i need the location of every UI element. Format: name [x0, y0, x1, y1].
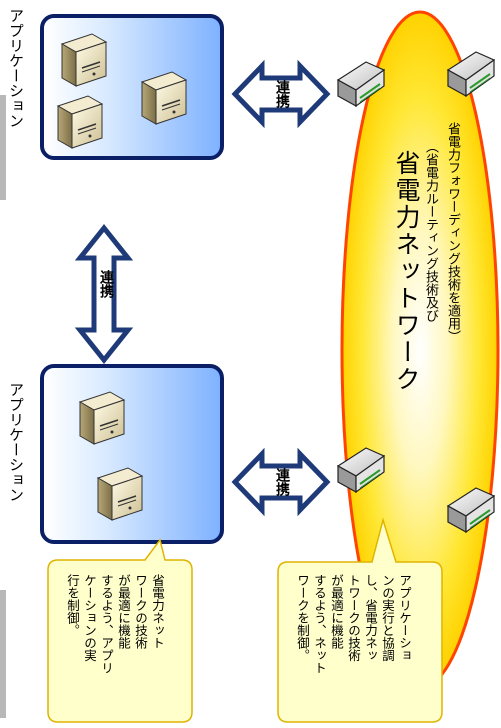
callout-right-line: トワークの技術 [346, 574, 361, 662]
callout-left-text: 省電力ネット ワークの技術 が最適に機能 するよう、アプリ ケーションの実 行を… [64, 574, 166, 714]
network-title: 省電力ネットワーク [392, 150, 421, 393]
callout-right-line: アプリケーショ [397, 574, 412, 662]
application-box-bottom [40, 364, 224, 544]
callout-right-line: が最適に機能 [329, 574, 344, 649]
network-subtitle-line1: （省電力ルーティング技術及び [423, 140, 438, 322]
server-icon [97, 467, 143, 521]
callout-right-line: ンの実行と協調 [380, 574, 395, 662]
server-icon [141, 71, 187, 125]
callout-left-shape [47, 538, 193, 723]
link-label-bottom: 連携 [274, 468, 290, 496]
callout-right-shape [277, 517, 443, 723]
callout-right-text: アプリケーショ ンの実行と協調 し、省電力ネッ トワークの技術 が最適に機能 す… [294, 574, 413, 714]
server-icon [57, 95, 103, 149]
callout-left-line: 省電力ネット [150, 574, 165, 649]
app-label-bottom: アプリケーション [7, 382, 25, 502]
server-icon [79, 391, 125, 445]
link-label-vertical: 連携 [98, 270, 114, 298]
callout-right-line: し、省電力ネッ [363, 574, 378, 662]
callout-left-line: ワークの技術 [133, 574, 148, 649]
server-icon [61, 33, 107, 87]
left-edge-strip-bottom [0, 590, 6, 718]
callout-right-line: ワークを制御。 [295, 574, 310, 662]
link-label-top: 連携 [274, 80, 290, 108]
link-arrow-top [231, 59, 331, 129]
link-arrow-bottom [231, 447, 331, 517]
app-label-top: アプリケーション [7, 8, 25, 128]
left-edge-strip-top [0, 95, 6, 200]
callout-right-line: するよう、ネット [312, 574, 327, 674]
callout-left-line: 行を制御。 [65, 574, 80, 637]
callout-left-line: ケーションの実 [82, 574, 97, 662]
callout-left-line: が最適に機能 [116, 574, 131, 649]
link-arrow-vertical [74, 223, 134, 365]
callout-left-line: するよう、アプリ [99, 574, 114, 674]
network-subtitle-line2: 省電力フォワーディング技術を適用） [445, 122, 460, 343]
